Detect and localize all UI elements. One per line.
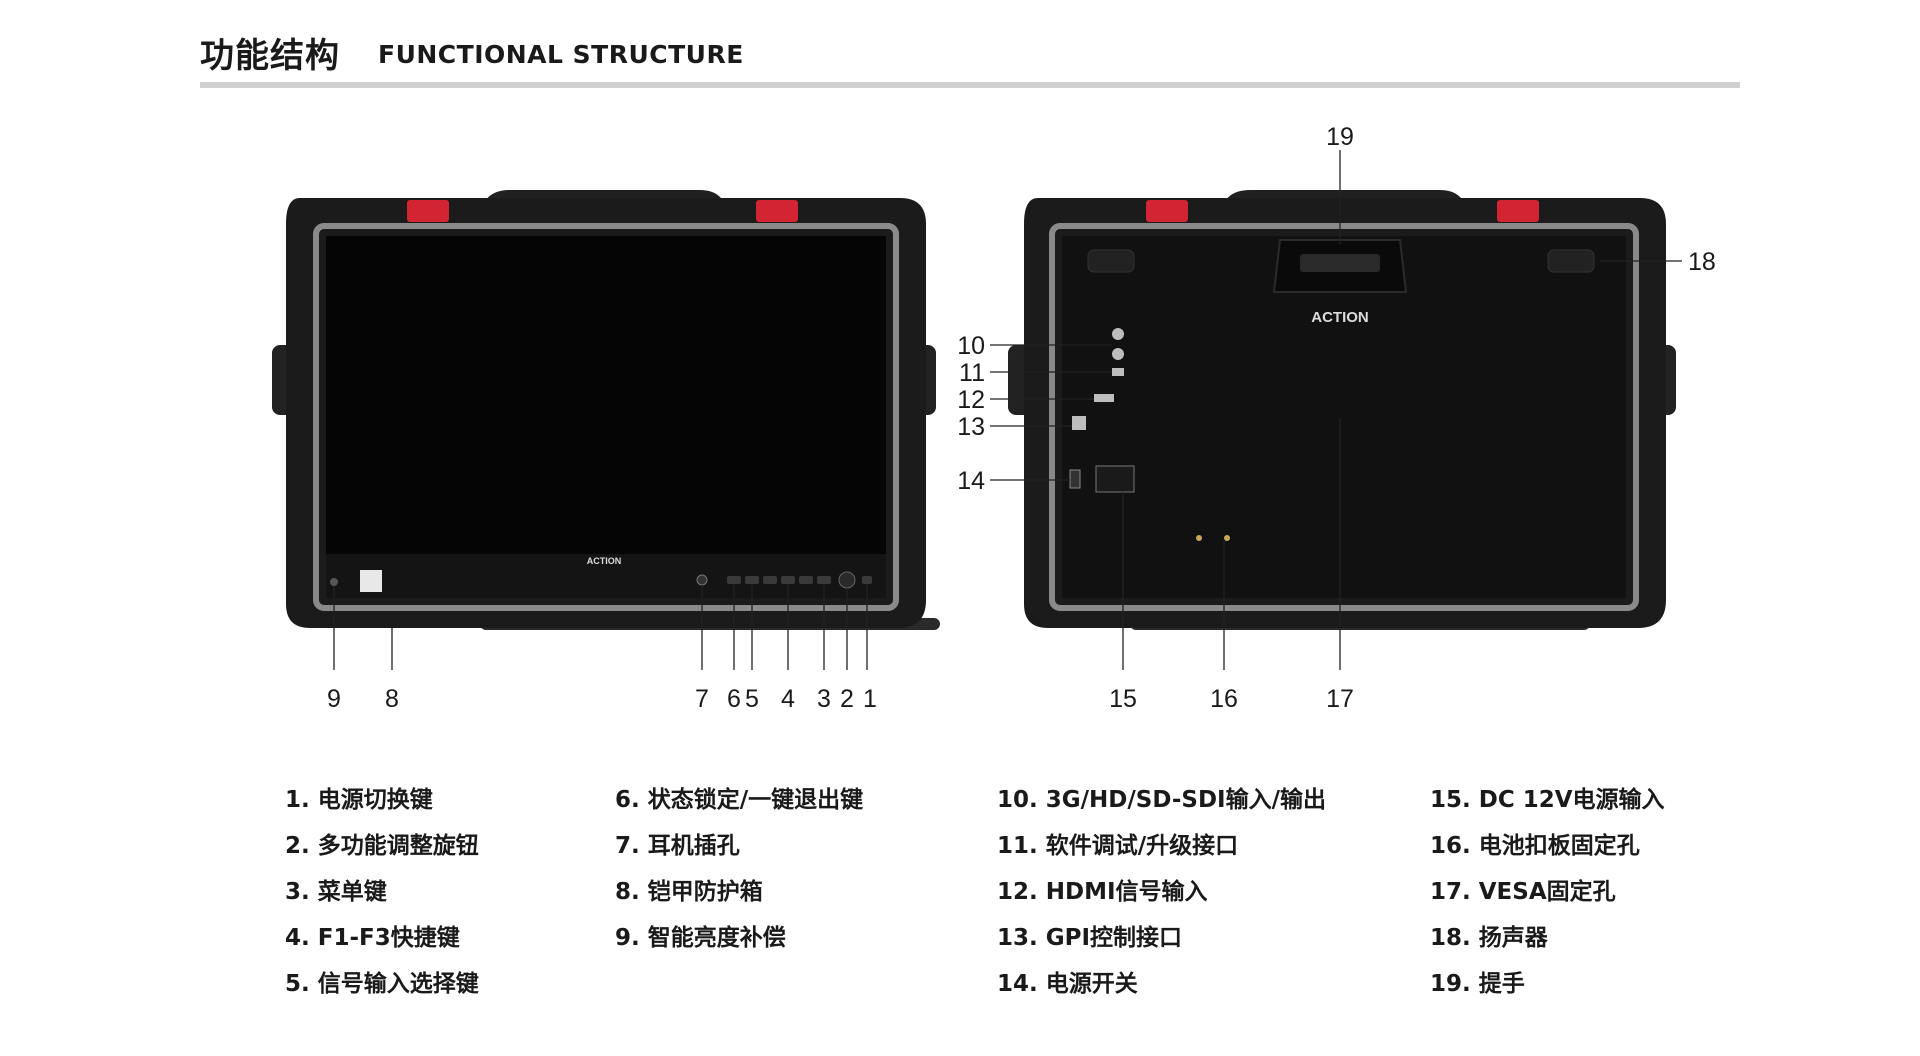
front-power-switch xyxy=(862,576,872,584)
callout-1: 1 xyxy=(863,685,877,713)
f2-button xyxy=(781,576,795,584)
spec-item: 5. 信号输入选择键 xyxy=(285,971,479,997)
lock-button xyxy=(727,576,741,584)
header-divider xyxy=(200,82,1740,88)
menu-button xyxy=(817,576,831,584)
title-chinese: 功能结构 xyxy=(200,36,340,76)
spec-item: 7. 耳机插孔 xyxy=(615,833,740,859)
dc-power-input xyxy=(1095,465,1135,493)
back-gray-frame xyxy=(1049,223,1639,611)
spec-column-2: 6. 状态锁定/一键退出键 7. 耳机插孔 8. 铠甲防护箱 9. 智能亮度补偿 xyxy=(615,780,863,964)
front-screen xyxy=(326,236,886,554)
front-leader-lines xyxy=(333,584,868,670)
front-qr-code xyxy=(360,570,382,592)
front-monitor-case: ACTION xyxy=(272,190,940,630)
spec-item: 14. 电源开关 xyxy=(997,971,1138,997)
power-switch xyxy=(1069,469,1081,489)
spec-item: 4. F1-F3快捷键 xyxy=(285,925,460,951)
front-callout-numbers: 9 8 7 6 5 4 3 2 1 xyxy=(327,685,877,713)
callout-10: 10 xyxy=(957,332,985,360)
battery-mount-hole-right xyxy=(1224,535,1230,541)
callout-7: 7 xyxy=(695,685,709,713)
back-brand-logo: ACTION xyxy=(1311,309,1369,326)
callout-19: 19 xyxy=(1326,123,1354,151)
callout-8: 8 xyxy=(385,685,399,713)
f3-button xyxy=(799,576,813,584)
callout-11: 11 xyxy=(959,359,985,387)
front-brightness-sensor xyxy=(330,578,338,586)
spec-column-4: 15. DC 12V电源输入 16. 电池扣板固定孔 17. VESA固定孔 1… xyxy=(1430,780,1665,1010)
back-latch-right xyxy=(1497,200,1539,222)
callout-9: 9 xyxy=(327,685,341,713)
callout-6: 6 xyxy=(727,685,741,713)
back-monitor-case: ACTION xyxy=(1008,190,1676,630)
spec-column-3: 10. 3G/HD/SD-SDI输入/输出 11. 软件调试/升级接口 12. … xyxy=(997,780,1326,1010)
spec-item: 6. 状态锁定/一键退出键 xyxy=(615,787,864,813)
rear-carry-handle-slot xyxy=(1300,254,1380,272)
hdmi-port xyxy=(1094,394,1114,402)
spec-item: 12. HDMI信号输入 xyxy=(997,879,1208,905)
gpi-port xyxy=(1072,416,1086,430)
callout-3: 3 xyxy=(817,685,831,713)
callout-2: 2 xyxy=(840,685,854,713)
spec-item: 18. 扬声器 xyxy=(1430,925,1548,951)
spec-item: 2. 多功能调整旋钮 xyxy=(285,833,479,859)
spec-item: 19. 提手 xyxy=(1430,971,1525,997)
f1-button xyxy=(763,576,777,584)
callout-18: 18 xyxy=(1688,248,1716,276)
speaker-grille-right xyxy=(1547,249,1595,273)
front-headphone-jack xyxy=(696,574,708,586)
front-adjust-knob xyxy=(838,571,856,589)
front-buttons xyxy=(727,576,831,584)
spec-item: 9. 智能亮度补偿 xyxy=(615,925,786,951)
spec-item: 15. DC 12V电源输入 xyxy=(1430,787,1665,813)
callout-13: 13 xyxy=(957,413,985,441)
back-panel xyxy=(1062,236,1626,598)
spec-item: 17. VESA固定孔 xyxy=(1430,879,1616,905)
back-latch-left xyxy=(1146,200,1188,222)
callout-17: 17 xyxy=(1326,685,1354,713)
spec-item: 10. 3G/HD/SD-SDI输入/输出 xyxy=(997,787,1327,813)
page-header: 功能结构 FUNCTIONAL STRUCTURE xyxy=(200,24,1740,88)
callout-14: 14 xyxy=(957,467,985,495)
spec-item: 11. 软件调试/升级接口 xyxy=(997,833,1239,859)
spec-item: 1. 电源切换键 xyxy=(285,787,433,813)
front-latch-right xyxy=(756,200,798,222)
back-leader-lines xyxy=(990,150,1682,670)
input-select-button xyxy=(745,576,759,584)
sdi-connector-1 xyxy=(1112,328,1124,340)
spec-item: 16. 电池扣板固定孔 xyxy=(1430,833,1640,859)
speaker-grille-left xyxy=(1087,249,1135,273)
callout-16: 16 xyxy=(1210,685,1238,713)
battery-mount-hole-left xyxy=(1196,535,1202,541)
front-brand-logo: ACTION xyxy=(587,556,622,566)
callout-12: 12 xyxy=(957,386,985,414)
front-gray-frame xyxy=(313,223,899,611)
back-callout-numbers: 19 18 10 11 12 13 14 15 16 17 xyxy=(957,123,1716,713)
usb-port xyxy=(1112,368,1124,376)
sdi-connector-2 xyxy=(1112,348,1124,360)
callout-4: 4 xyxy=(781,685,795,713)
spec-item: 3. 菜单键 xyxy=(285,879,387,905)
front-latch-left xyxy=(407,200,449,222)
callout-15: 15 xyxy=(1109,685,1137,713)
title-english: FUNCTIONAL STRUCTURE xyxy=(378,40,744,69)
callout-5: 5 xyxy=(745,685,759,713)
spec-column-1: 1. 电源切换键 2. 多功能调整旋钮 3. 菜单键 4. F1-F3快捷键 5… xyxy=(285,780,479,1010)
spec-item: 13. GPI控制接口 xyxy=(997,925,1183,951)
spec-item: 8. 铠甲防护箱 xyxy=(615,879,763,905)
